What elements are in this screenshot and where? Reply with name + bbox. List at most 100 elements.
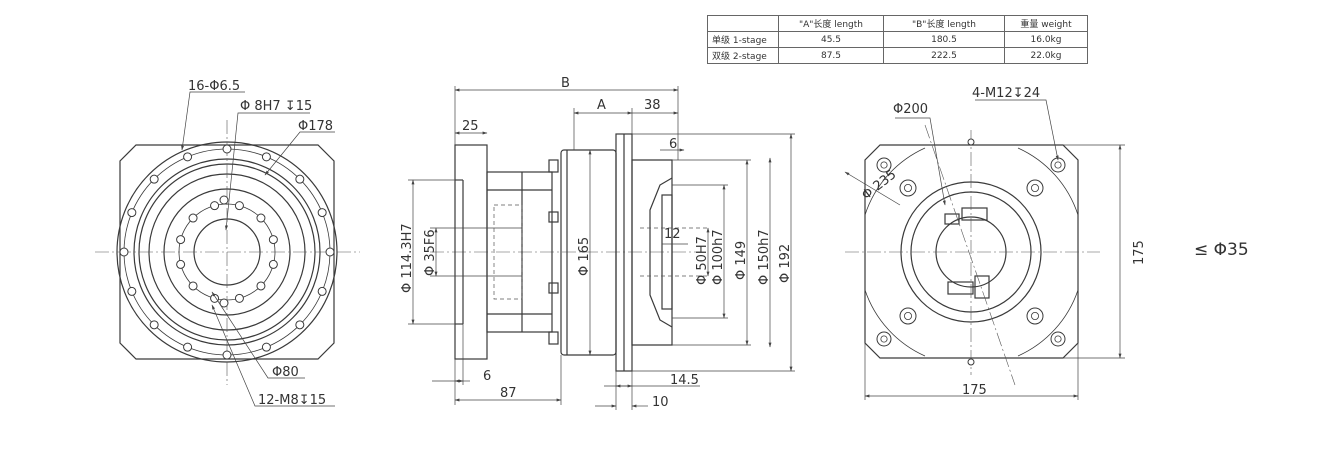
- outer-bolt-hole: [222, 144, 232, 154]
- label-192: Φ 192: [778, 244, 793, 283]
- corner-thread-hole-inner: [880, 161, 888, 169]
- dowel-hole: [219, 298, 229, 308]
- label-A: A: [597, 98, 606, 113]
- outer-bolt-hole: [127, 208, 137, 218]
- inner-thread-hole: [256, 213, 266, 223]
- inner-thread-hole: [188, 213, 198, 223]
- motor-bolt-hole: [1026, 307, 1044, 325]
- bolt-head: [548, 331, 559, 345]
- leader-threads: [211, 304, 335, 407]
- label-bore: Φ 8H7 ↧15: [240, 99, 312, 114]
- outer-bolt-hole: [295, 174, 305, 184]
- outer-bolt-hole: [127, 286, 137, 296]
- motor-bolt-hole: [1026, 179, 1044, 197]
- outer-bolt-hole: [183, 152, 193, 162]
- shaft-diameter-note: ≤ Φ35: [1194, 240, 1249, 260]
- label-149: Φ 149: [734, 241, 749, 280]
- label-175-v: 175: [1132, 240, 1147, 265]
- bolt-head: [548, 282, 559, 294]
- leader-200: [895, 117, 946, 206]
- clamp-slot: [944, 213, 960, 225]
- inner-thread-hole: [210, 201, 220, 211]
- corner-thread-hole-inner: [1054, 161, 1062, 169]
- label-165: Φ 165: [577, 237, 592, 276]
- motor-adapter: [631, 159, 673, 346]
- label-87: 87: [500, 386, 517, 401]
- outer-bolt-hole: [222, 350, 232, 360]
- spec-row-weight: 22.0kg: [1004, 47, 1088, 64]
- left-flange-outline: [119, 144, 335, 360]
- motor-bolt-hole-inner: [904, 311, 913, 320]
- label-114: Φ 114.3H7: [400, 223, 415, 293]
- leader-16-holes: [181, 91, 245, 151]
- label-inner-pcd: Φ80: [272, 365, 299, 380]
- corner-thread-hole: [1050, 331, 1066, 347]
- corner-thread-hole-inner: [880, 335, 888, 343]
- label-38: 38: [644, 98, 661, 113]
- table-row: 双级 2-stage 87.5 222.5 22.0kg: [707, 47, 1088, 64]
- label-12: 12: [664, 227, 681, 242]
- label-16-holes: 16-Φ6.5: [188, 79, 240, 94]
- outer-bolt-holes: [119, 144, 335, 360]
- label-10: 10: [652, 395, 669, 410]
- clamp-slot: [961, 207, 988, 221]
- motor-bolt-holes: [876, 157, 1066, 347]
- outer-bolt-hole: [149, 174, 159, 184]
- inner-thread-hole: [234, 293, 244, 303]
- spec-table-header-row: "A"长度 length "B"长度 length 重量 weight: [707, 15, 1088, 32]
- corner-thread-hole: [876, 157, 892, 173]
- motor-bolt-hole: [899, 307, 917, 325]
- label-14-5: 14.5: [670, 373, 699, 388]
- right-outer-arc: [864, 147, 1079, 357]
- outer-bolt-hole: [317, 286, 327, 296]
- inner-thread-hole: [268, 235, 278, 245]
- dowel-hole: [219, 195, 229, 205]
- spec-table: "A"长度 length "B"长度 length 重量 weight 单级 1…: [707, 15, 1088, 64]
- label-threads-right: 4-M12↧24: [972, 86, 1040, 101]
- bolt-head: [548, 159, 559, 173]
- leader-pcd: [264, 131, 335, 176]
- outer-bolt-hole: [261, 152, 271, 162]
- motor-bolt-hole: [899, 179, 917, 197]
- side-section-view: B A 38 25 6 12 Φ 114.3H7 Φ 35F6 Φ 165 Φ …: [400, 76, 795, 410]
- marker-hole: [967, 138, 975, 146]
- inner-thread-holes: [176, 201, 278, 303]
- inner-thread-hole: [256, 281, 266, 291]
- label-6-top: 6: [669, 137, 677, 152]
- corner-thread-hole-inner: [1054, 335, 1062, 343]
- label-100: Φ 100h7: [711, 229, 726, 285]
- bolt-head: [548, 211, 559, 223]
- outer-bolt-hole: [261, 342, 271, 352]
- label-50: Φ 50H7: [695, 236, 710, 285]
- dim-235: [844, 171, 901, 206]
- label-25: 25: [462, 119, 479, 134]
- corner-thread-hole: [1050, 157, 1066, 173]
- outer-bolt-hole: [317, 208, 327, 218]
- inner-thread-hole: [176, 235, 186, 245]
- motor-bolt-hole-inner: [1031, 183, 1040, 192]
- label-pcd: Φ178: [298, 119, 333, 134]
- leader-bore: [224, 112, 310, 231]
- label-threads: 12-M8↧15: [258, 393, 326, 408]
- label-150: Φ 150h7: [757, 229, 772, 285]
- gear-body: [486, 171, 553, 333]
- inner-thread-hole: [176, 259, 186, 269]
- label-200: Φ200: [893, 102, 928, 117]
- clamp-slot: [974, 275, 990, 299]
- clamp-slot: [947, 281, 974, 295]
- motor-flange-view: Φ200 4-M12↧24 Φ 235 175 175: [844, 86, 1147, 400]
- motor-bolt-hole-inner: [1031, 311, 1040, 320]
- leader-threads-right: [975, 99, 1059, 161]
- label-175-h: 175: [962, 383, 987, 398]
- right-diagonal: [924, 124, 1016, 386]
- left-flange-view: 16-Φ6.5 Φ 8H7 ↧15 Φ178 Φ80 12-M8↧15: [95, 79, 360, 408]
- inner-thread-hole: [268, 259, 278, 269]
- label-6-bottom: 6: [483, 369, 491, 384]
- outer-bolt-hole: [183, 342, 193, 352]
- label-B: B: [561, 76, 570, 91]
- marker-hole: [967, 358, 975, 366]
- leader-inner-pcd: [211, 291, 305, 379]
- corner-thread-hole: [876, 331, 892, 347]
- outer-bolt-hole: [149, 320, 159, 330]
